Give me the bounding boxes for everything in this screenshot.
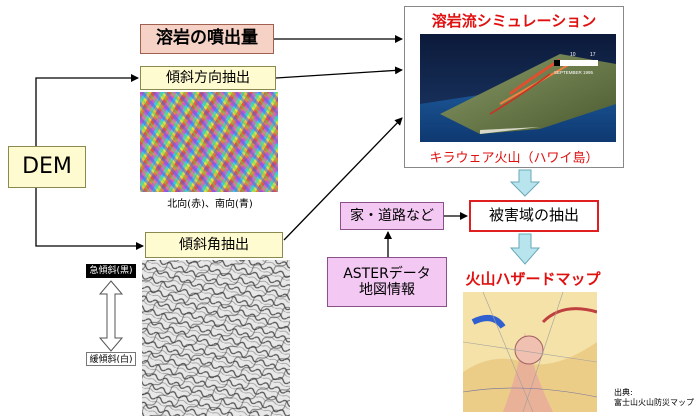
simulation-caption: キラウェア火山（ハワイ島） <box>414 147 614 165</box>
dem-box: DEM <box>8 146 86 188</box>
legend-tick-17: 17 <box>590 52 596 58</box>
lava-volume-label: 溶岩の噴出量 <box>156 29 258 49</box>
hazard-map-title: 火山ハザードマップ <box>458 268 608 288</box>
source-line2: 富士山火山防災マップ <box>614 398 700 408</box>
houses-roads-box: 家・道路など <box>340 202 444 230</box>
arrow-aspect-to-sim <box>276 70 402 78</box>
arrow-dem-to-slope <box>36 188 143 246</box>
slope-extraction-box: 傾斜角抽出 <box>145 232 283 258</box>
dem-label: DEM <box>22 154 72 179</box>
legend-date: SEPTEMBER 1995 <box>554 70 594 75</box>
gentle-slope-label: 緩傾斜(白) <box>86 352 136 366</box>
lava-volume-box: 溶岩の噴出量 <box>140 24 274 54</box>
slope-map-image <box>142 260 290 416</box>
aster-line1: ASTERデータ <box>343 266 431 282</box>
simulation-title: 溶岩流シミュレーション <box>414 10 614 30</box>
hazard-source-note: 出典: 富士山火山防災マップ <box>614 388 700 416</box>
aster-data-box: ASTERデータ 地図情報 <box>327 257 447 307</box>
arrow-dem-to-aspect <box>36 78 138 146</box>
slope-label: 傾斜角抽出 <box>179 237 249 253</box>
steep-slope-label: 急傾斜(黒) <box>86 264 136 278</box>
lava-simulation-image: 10 17 SEPTEMBER 1995 <box>420 34 616 142</box>
damage-label: 被害域の抽出 <box>489 207 579 224</box>
houses-label: 家・道路など <box>350 208 434 224</box>
source-line1: 出典: <box>614 388 700 398</box>
hazard-map-image <box>463 292 597 412</box>
aspect-extraction-box: 傾斜方向抽出 <box>140 66 276 90</box>
double-arrow-icon <box>98 280 124 352</box>
aspect-map-image <box>140 92 278 192</box>
legend-tick-10: 10 <box>570 52 576 58</box>
aster-line2: 地図情報 <box>359 282 415 298</box>
block-arrow-damage-to-hazard <box>511 234 539 264</box>
aspect-caption: 北向(赤)、南向(青) <box>140 195 280 209</box>
block-arrow-sim-to-damage <box>511 170 539 196</box>
damage-area-box: 被害域の抽出 <box>469 200 599 232</box>
aspect-label: 傾斜方向抽出 <box>166 70 250 86</box>
